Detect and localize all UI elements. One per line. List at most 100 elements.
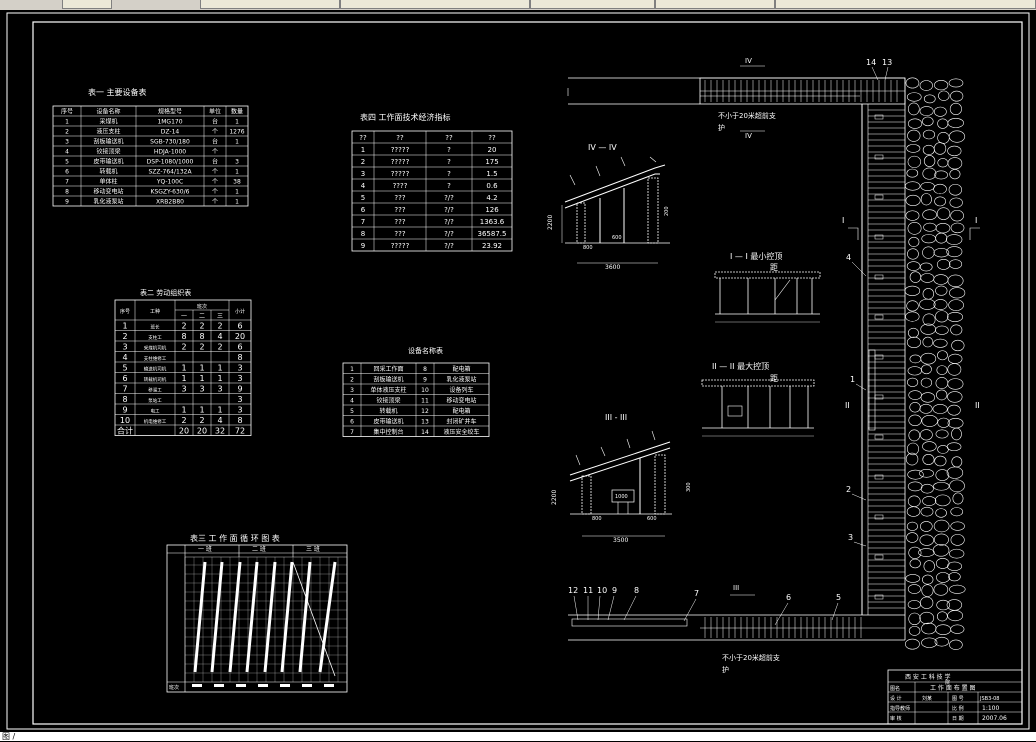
- legend-cell: 3: [350, 387, 354, 394]
- equipment-cell: 刮板输送机: [93, 138, 123, 146]
- mark-iii: III: [733, 584, 739, 592]
- equipment-header-cell: 序号: [61, 108, 73, 116]
- window-tab[interactable]: [655, 0, 775, 9]
- equipment-header-cell: 单位: [209, 108, 221, 116]
- legend-cell: 12: [421, 408, 429, 415]
- tech-index-cell: ?/?: [444, 242, 454, 250]
- dim-1000: 1000: [615, 494, 628, 500]
- tech-index-cell: ???: [394, 230, 405, 238]
- mark-i-right: I: [975, 216, 977, 225]
- labor-cell: 6: [237, 342, 242, 351]
- tech-index-table: 表四 工作面技术经济指标 ????????1??????202??????175…: [351, 112, 513, 252]
- tech-index-cell: 9: [361, 242, 365, 250]
- labor-cell: 10: [120, 416, 130, 425]
- callout-13: 13: [882, 58, 892, 67]
- labor-cell: 泵站工: [148, 397, 162, 404]
- tech-index-cell: 1: [361, 146, 365, 154]
- labor-cell: 2: [181, 416, 186, 425]
- dim-800: 800: [583, 245, 593, 251]
- tech-index-cell: ?????: [391, 170, 410, 178]
- equipment-cell: 单体柱: [99, 178, 117, 186]
- tech-index-cell: 6: [361, 206, 366, 214]
- legend-cell: 铰接顶梁: [376, 396, 400, 404]
- equipment-cell: 1: [235, 119, 239, 126]
- tb-date: 2007.06: [982, 715, 1007, 722]
- dim-600-b: 600: [647, 516, 657, 522]
- equipment-cell: 皮带输送机: [93, 158, 123, 166]
- dim-2200: 2200: [547, 215, 554, 230]
- labor-cell: 1: [217, 363, 222, 372]
- equipment-cell: 液压支柱: [96, 128, 120, 136]
- equipment-header-cell: 数量: [231, 108, 243, 116]
- legend-cell: 设备列车: [449, 386, 473, 394]
- inner-border: [32, 21, 1023, 725]
- tech-index-cell: 20: [488, 146, 497, 154]
- labor-cell: 72: [235, 426, 245, 435]
- equipment-cell: 5: [65, 159, 69, 166]
- callout-6: 6: [786, 593, 791, 602]
- labor-cell: 9: [122, 405, 127, 414]
- window-tab[interactable]: [62, 0, 112, 9]
- labor-cell: 2: [181, 321, 186, 330]
- tech-index-cell: 4.2: [486, 194, 497, 202]
- section-i-title-2: 距: [770, 263, 778, 272]
- face-supports: [868, 109, 905, 609]
- window-tab[interactable]: [200, 0, 340, 9]
- labor-cell: 2: [181, 342, 186, 351]
- legend-cell: 集中控制台: [373, 428, 403, 436]
- callout-9: 9: [612, 586, 617, 595]
- section-iv: IV — IV 2200 3600 800 600 200: [547, 143, 670, 271]
- top-note: 不小于20米超前支: [718, 111, 776, 120]
- equipment-cell: 1: [235, 169, 239, 176]
- labor-cell: 5: [122, 363, 127, 372]
- equipment-cell: 1: [65, 119, 69, 126]
- section-iii: III - III 1000 2200 3500 800 600 300: [551, 413, 692, 544]
- labor-cell: 4: [122, 353, 127, 362]
- legend-cell: 11: [421, 397, 429, 404]
- drawing-title: 工 作 面 布 置 图: [930, 684, 976, 692]
- dim-3600: 3600: [605, 264, 620, 271]
- labor-header-cell: 一: [181, 313, 187, 320]
- tech-index-cell: 1363.6: [480, 218, 505, 226]
- bottom-roadway-grid: [700, 617, 905, 638]
- labor-cell: 4: [217, 416, 222, 425]
- equipment-cell: 个: [212, 129, 218, 136]
- labor-header-cell: 工种: [150, 308, 160, 315]
- labor-cell: 3: [237, 363, 242, 372]
- tb-designer: 刘某: [922, 695, 932, 702]
- tech-index-cell: 23.92: [482, 242, 502, 250]
- section-i-title: I — I 最小控顶: [730, 251, 782, 261]
- labor-cell: 8: [199, 332, 204, 341]
- window-tab[interactable]: [340, 0, 530, 9]
- equipment-cell: 个: [212, 189, 218, 196]
- callout-5: 5: [836, 593, 841, 602]
- tech-index-cell: ?/?: [444, 230, 454, 238]
- tb-label-review: 审 核: [890, 715, 902, 722]
- tech-index-title: 表四 工作面技术经济指标: [360, 112, 451, 122]
- equipment-cell: 38: [233, 179, 241, 186]
- tb-label-name: 图名: [890, 685, 900, 692]
- tech-index-cell: ?: [447, 182, 451, 190]
- tech-index-cell: 2: [361, 158, 365, 166]
- labor-cell: 2: [199, 416, 204, 425]
- labor-cell: 8: [181, 332, 186, 341]
- callout-10: 10: [597, 586, 607, 595]
- dim-300: 300: [686, 482, 692, 492]
- legend-cell: 6: [350, 418, 354, 425]
- window-tab[interactable]: [530, 0, 655, 9]
- tech-index-cell: ?????: [391, 158, 410, 166]
- labor-header-cell: 班次: [197, 303, 207, 310]
- equipment-cell: 移动变电站: [93, 188, 123, 196]
- equipment-cell: 1: [235, 189, 239, 196]
- callout-8: 8: [634, 586, 639, 595]
- labor-cell: 移溜工: [148, 386, 162, 393]
- tech-index-cell: ?: [447, 170, 451, 178]
- equipment-cell: 铰接顶梁: [96, 148, 120, 156]
- tech-index-cell: ???: [394, 206, 405, 214]
- legend-cell: 5: [350, 408, 354, 415]
- labor-cell: 2: [217, 321, 222, 330]
